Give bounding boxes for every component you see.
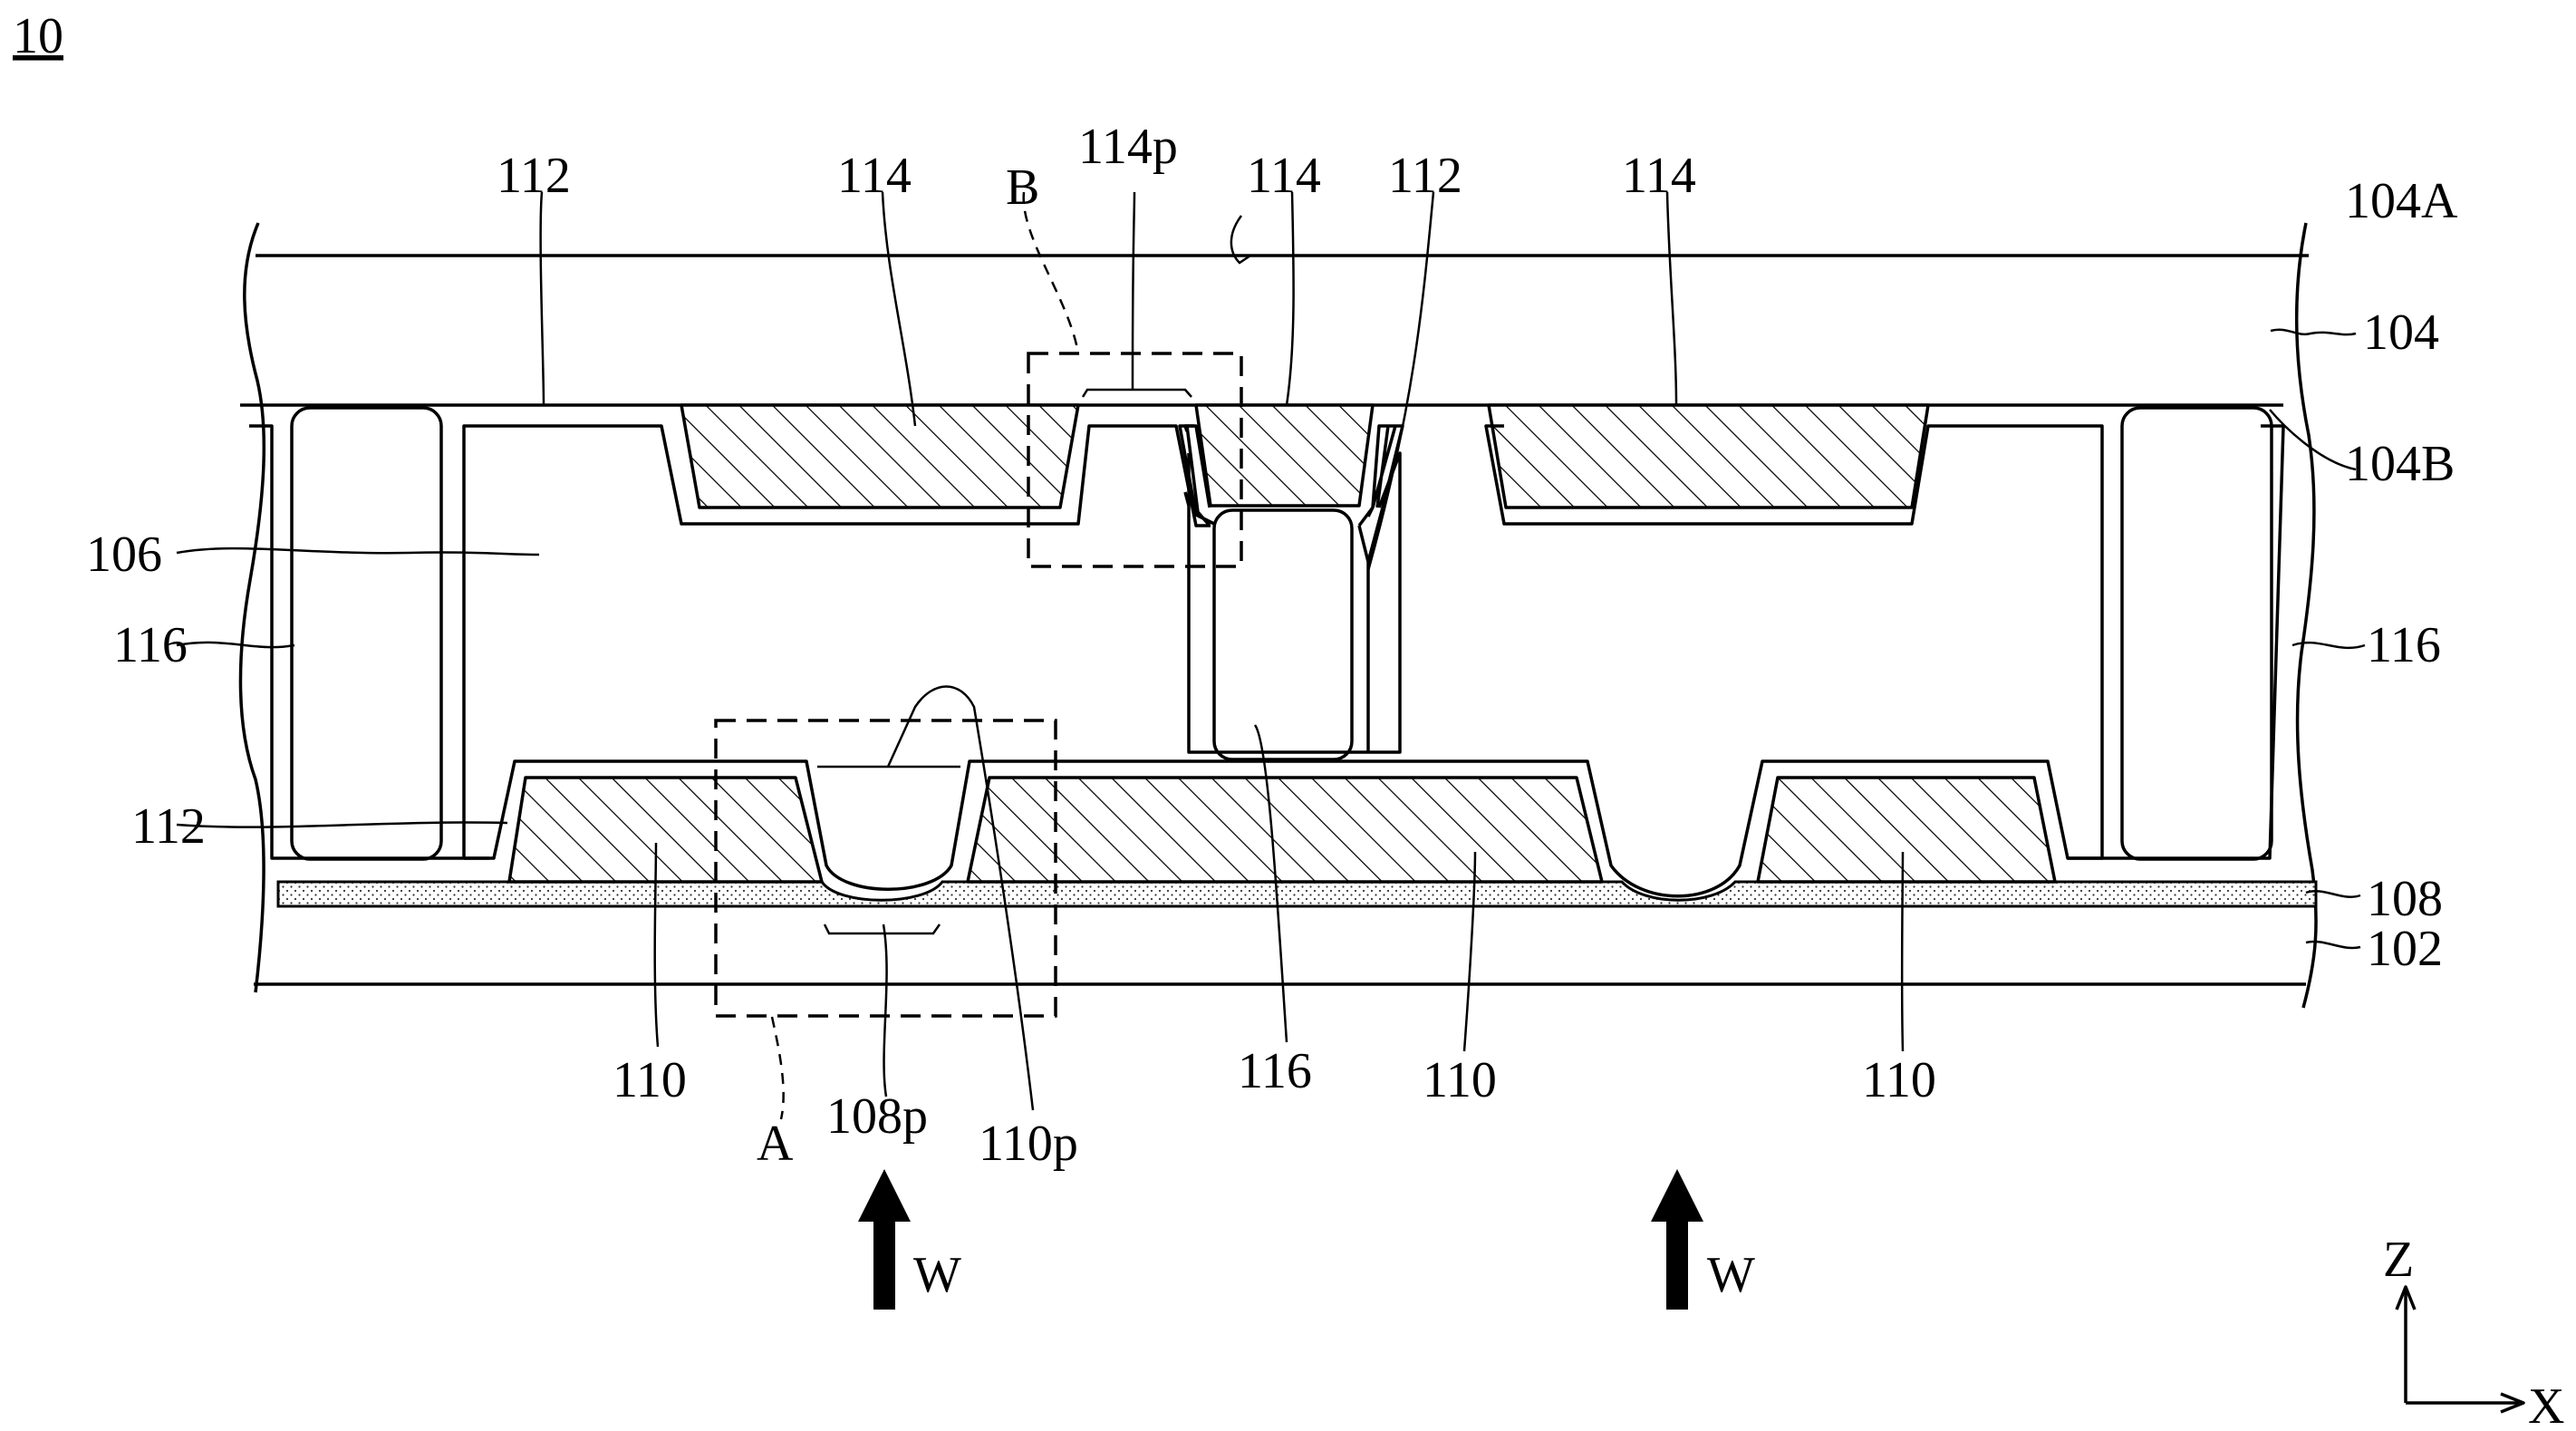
label-112-top-right: 112 — [1388, 148, 1462, 204]
label-W-right: W — [1707, 1247, 1755, 1303]
label-110-right: 110 — [1862, 1052, 1936, 1108]
label-110-middle: 110 — [1423, 1052, 1497, 1108]
label-A: A — [757, 1116, 794, 1172]
passivation-layer-112-lower — [464, 759, 2084, 898]
label-104A: 104A — [2345, 173, 2458, 229]
axis-label-X: X — [2528, 1378, 2564, 1431]
spacer-116-right — [2120, 406, 2273, 861]
axis-label-Z: Z — [2383, 1232, 2414, 1288]
electrode-114-right — [1487, 403, 1930, 509]
electrode-110-left — [507, 776, 824, 884]
label-106: 106 — [86, 527, 162, 583]
label-114-middle: 114 — [1247, 148, 1321, 204]
electrode-114-left — [680, 403, 1080, 509]
label-B: B — [1006, 160, 1039, 216]
detail-box-B — [1027, 352, 1243, 568]
passivation-layer-112-right — [1484, 424, 2104, 860]
label-108p: 108p — [826, 1088, 928, 1145]
arrow-w-right — [1651, 1169, 1703, 1310]
label-104: 104 — [2363, 305, 2439, 361]
leader-lines — [176, 191, 2366, 1120]
layer-108 — [276, 880, 2318, 908]
label-114p: 114p — [1078, 119, 1178, 175]
spacer-116-center — [1212, 508, 1354, 761]
label-112-left: 112 — [131, 798, 206, 855]
label-108: 108 — [2367, 871, 2443, 927]
arrow-w-left — [858, 1169, 911, 1310]
electrode-114-middle — [1194, 403, 1375, 508]
left-break-edge — [238, 222, 266, 993]
label-W-left: W — [913, 1247, 961, 1303]
label-110-left: 110 — [613, 1052, 687, 1108]
label-102: 102 — [2367, 921, 2443, 977]
label-110p: 110p — [979, 1116, 1078, 1172]
label-112-top-left: 112 — [497, 148, 571, 204]
figure-number: 10 — [13, 8, 63, 64]
label-114-left: 114 — [837, 148, 912, 204]
top-substrate-104 — [240, 254, 2309, 407]
electrode-110-right — [1756, 776, 2057, 884]
label-104B: 104B — [2345, 436, 2455, 492]
label-114-right: 114 — [1622, 148, 1696, 204]
label-116-center: 116 — [1238, 1043, 1312, 1099]
label-116-left: 116 — [113, 617, 188, 673]
electrode-110-middle — [966, 776, 1604, 884]
spacer-116-left — [290, 406, 443, 861]
label-116-right: 116 — [2367, 617, 2441, 673]
axis-indicator — [2395, 1285, 2525, 1414]
